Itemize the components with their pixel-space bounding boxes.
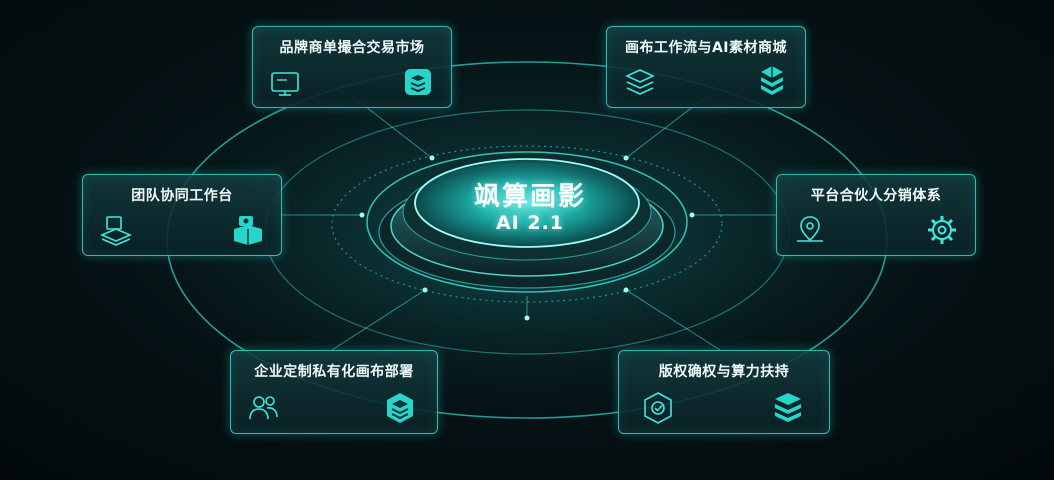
inner-orbit — [366, 151, 688, 293]
module-title: 平台合伙人分销体系 — [810, 188, 942, 204]
location-pin-icon — [791, 211, 829, 249]
users-icon — [245, 389, 283, 427]
module-card-team-collab[interactable]: 团队协同工作台 — [82, 174, 282, 256]
hub-core: 飒算画影 AI 2.1 — [380, 150, 680, 290]
team-box-icon — [229, 211, 267, 249]
module-card-brand-market[interactable]: 品牌商单撮合交易市场 — [252, 26, 452, 108]
monitor-icon — [267, 65, 305, 103]
module-title: 版权确权与算力扶持 — [658, 364, 790, 380]
module-card-enterprise-deploy[interactable]: 企业定制私有化画布部署 — [230, 350, 438, 434]
isometric-desk-icon — [97, 211, 135, 249]
dotted-orbit — [331, 145, 723, 303]
certificate-icon — [639, 389, 677, 427]
module-card-copyright-compute[interactable]: 版权确权与算力扶持 — [618, 350, 830, 434]
module-card-partner-distribution[interactable]: 平台合伙人分销体系 — [776, 174, 976, 256]
gear-icon — [923, 211, 961, 249]
module-title: 品牌商单撮合交易市场 — [279, 40, 425, 56]
module-title: 企业定制私有化画布部署 — [254, 364, 414, 380]
stack-layers-filled-icon — [769, 387, 807, 425]
hub-title: 飒算画影 — [473, 182, 586, 212]
hex-layers-icon — [381, 389, 419, 427]
cube-stack-icon — [753, 61, 791, 99]
hub-version: AI 2.1 — [495, 212, 565, 234]
stack-layers-icon — [621, 63, 659, 101]
hub-puck — [378, 158, 676, 289]
layers-badge-icon — [399, 63, 437, 101]
module-title: 画布工作流与AI素材商城 — [624, 40, 788, 56]
module-title: 团队协同工作台 — [131, 188, 233, 204]
connector-nodes — [359, 155, 695, 321]
module-card-canvas-workflow[interactable]: 画布工作流与AI素材商城 — [606, 26, 806, 108]
